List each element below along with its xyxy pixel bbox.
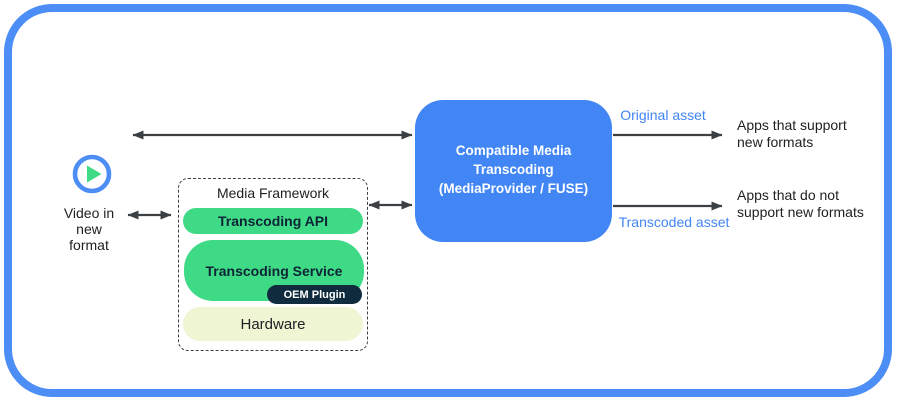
play-icon (72, 154, 112, 194)
oem-plugin-pill: OEM Plugin (267, 285, 362, 304)
video-source-label: Video in new format (63, 205, 115, 253)
compatible-media-transcoding-box: Compatible Media Transcoding (MediaProvi… (415, 100, 612, 242)
media-framework-box (178, 178, 368, 351)
transcoding-api-pill: Transcoding API (183, 208, 363, 234)
transcoded-asset-label: Transcoded asset (618, 214, 730, 230)
apps-not-support-label: Apps that do not support new formats (737, 187, 864, 220)
original-asset-label: Original asset (620, 107, 706, 123)
hardware-pill: Hardware (183, 307, 363, 341)
apps-support-label: Apps that support new formats (737, 117, 847, 150)
media-framework-title: Media Framework (216, 185, 330, 201)
